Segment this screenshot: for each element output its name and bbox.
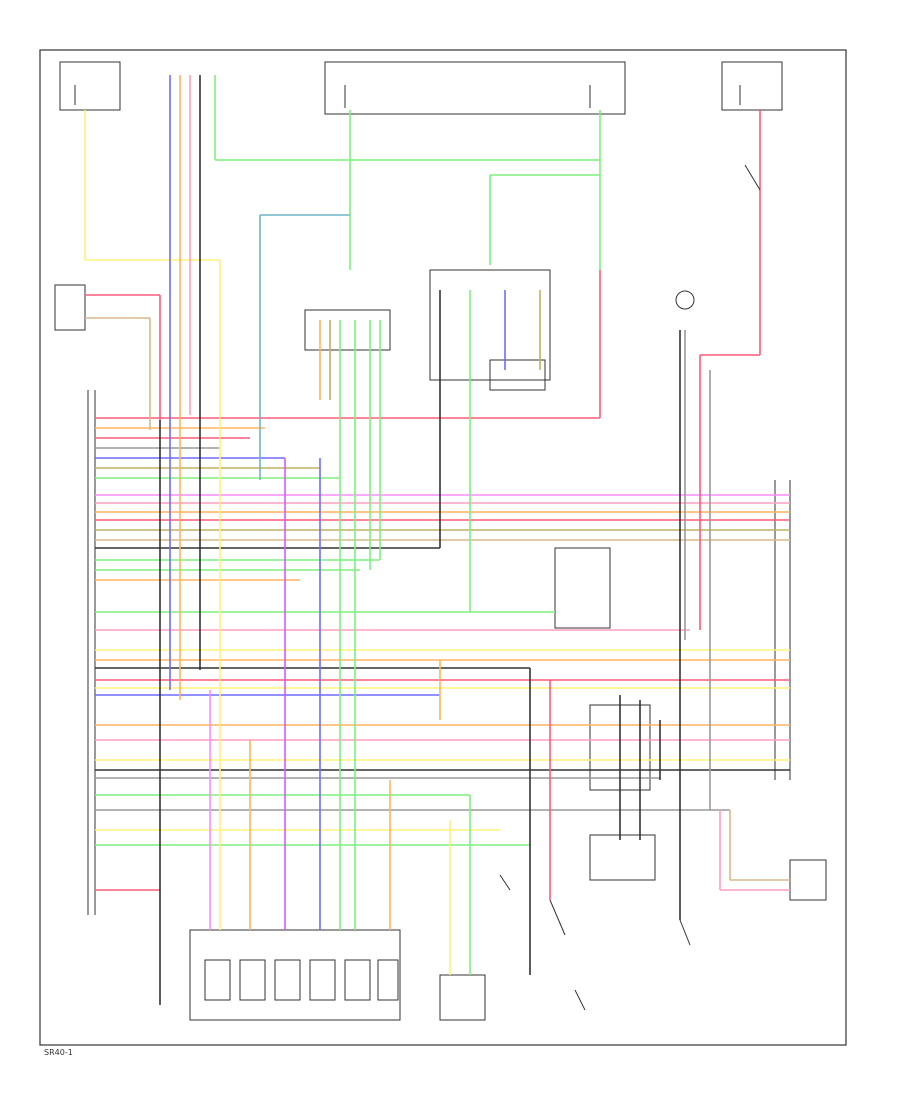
wire-verticals [84,75,790,1005]
connector-strip-left [87,390,96,915]
connector-strip-right [774,480,791,780]
wire-bus [95,417,790,891]
component-boxes [54,269,827,1021]
fuse-box-right [721,61,783,111]
diagram-frame [39,49,847,1046]
fuse-box-center [324,61,626,115]
switch-glyphs [204,164,761,1011]
fuse-box-left [59,61,121,111]
footer-code: SR40-1 [44,1048,73,1057]
